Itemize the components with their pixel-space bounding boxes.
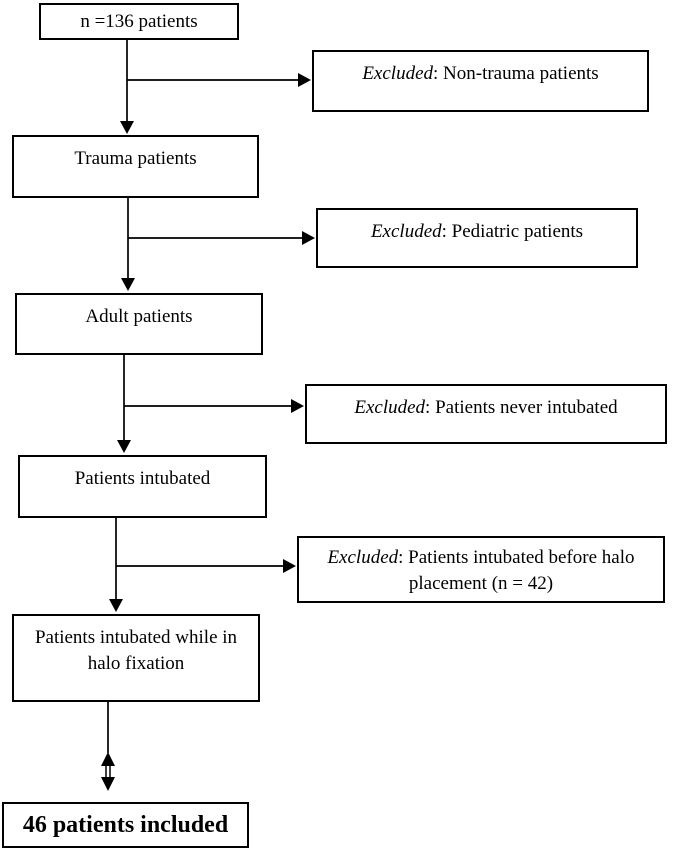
box-intubated-in-halo-line2: halo fixation — [87, 652, 185, 674]
excluded-label-italic: Excluded — [362, 63, 433, 84]
excluded-label-italic: Excluded — [354, 397, 426, 418]
excluded-reason: : Pediatric patients — [441, 221, 584, 242]
box-adult-patients: Adult patients — [15, 293, 263, 355]
box-patients-included: 46 patients included — [2, 802, 249, 848]
box-intubated-in-halo: Patients intubated while in halo fixatio… — [12, 614, 260, 702]
excluded-reason: : Patients intubated before halo — [398, 547, 635, 568]
excluded-reason: : Non-trauma patients — [433, 63, 599, 84]
box-excluded-pediatric: Excluded: Pediatric patients — [316, 208, 638, 268]
box-excluded-never-intubated: Excluded: Patients never intubated — [305, 384, 667, 444]
box-patients-intubated-label: Patients intubated — [74, 468, 211, 489]
box-patients-included-label: 46 patients included — [22, 811, 229, 838]
box-adult-patients-label: Adult patients — [85, 306, 193, 327]
box-total-patients-label: n =136 patients — [80, 10, 198, 32]
box-trauma-patients-label: Trauma patients — [74, 148, 197, 169]
box-patients-intubated: Patients intubated — [18, 455, 267, 518]
excluded-label-italic: Excluded — [370, 221, 442, 242]
excluded-label-italic: Excluded — [327, 547, 399, 568]
box-total-patients: n =136 patients — [39, 3, 239, 40]
box-intubated-in-halo-line1: Patients intubated while in — [34, 627, 238, 648]
box-trauma-patients: Trauma patients — [12, 135, 259, 198]
excluded-reason-line2: placement (n = 42) — [408, 572, 554, 594]
box-excluded-intubated-before-halo: Excluded: Patients intubated before halo… — [297, 536, 665, 603]
excluded-reason: : Patients never intubated — [425, 397, 618, 418]
excluded-reason-line1: Excluded: Patients intubated before halo — [299, 545, 663, 571]
box-excluded-non-trauma: Excluded: Non-trauma patients — [312, 50, 649, 112]
